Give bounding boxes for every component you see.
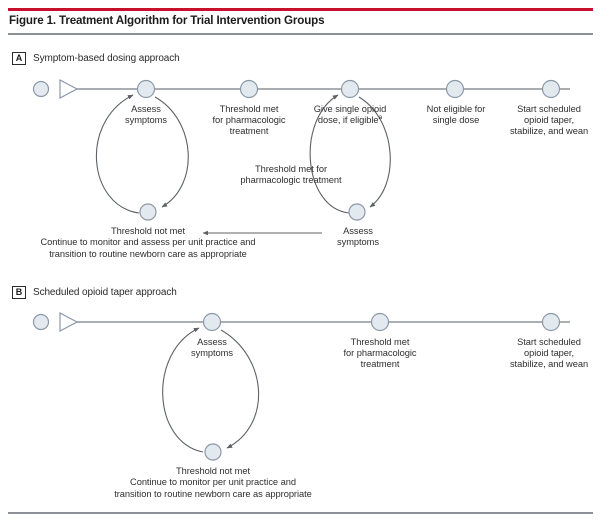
panel-a-node-1 bbox=[136, 79, 156, 99]
panel-a-node-4 bbox=[445, 79, 465, 99]
panel-a-label-threshold-met: Threshold met for pharmacologic treatmen… bbox=[212, 104, 286, 137]
panel-b-label-start-taper: Start scheduled opioid taper, stabilize,… bbox=[509, 337, 589, 370]
panel-a-label-not-eligible: Not eligible for single dose bbox=[426, 104, 486, 126]
panel-a-loop-left bbox=[95, 94, 189, 221]
panel-a-node-5 bbox=[541, 79, 561, 99]
panel-b-loop bbox=[162, 327, 260, 461]
panel-b-node-2 bbox=[370, 312, 390, 332]
panel-b-start-marker bbox=[32, 313, 50, 331]
panel-b-timeline bbox=[32, 312, 570, 332]
footnote-marker-a: a bbox=[378, 114, 383, 122]
panel-b-outcome-block: Threshold not met Continue to monitor pe… bbox=[86, 466, 340, 500]
panel-a-label-assess-symptoms: Assess symptoms bbox=[125, 104, 167, 126]
panel-a-note-threshold-met-pharmacologic: Threshold met for pharmacologic treatmen… bbox=[240, 164, 342, 186]
panel-a-label-give-single-dose: Give single opioid dose, if eligiblea bbox=[313, 104, 387, 126]
panel-a-loop-left-node bbox=[139, 203, 157, 221]
panel-a-outcome-heading: Threshold not met bbox=[110, 226, 186, 236]
panel-b-start-triangle bbox=[59, 312, 79, 332]
panel-a-timeline bbox=[32, 79, 570, 99]
panel-a-loop-label-assess-symptoms: Assess symptoms bbox=[337, 226, 379, 248]
panel-a-outcome-line1: Continue to monitor and assess per unit … bbox=[40, 237, 256, 248]
panel-a-start-triangle bbox=[59, 79, 79, 99]
panel-a-loop-right bbox=[309, 94, 391, 221]
panel-tag-b: B bbox=[12, 286, 26, 299]
panel-a-node-2 bbox=[239, 79, 259, 99]
accent-rule-top bbox=[8, 8, 593, 11]
divider-rule-under-title bbox=[8, 33, 593, 35]
panel-a-node-3 bbox=[340, 79, 360, 99]
panel-a-loop-right-node bbox=[348, 203, 366, 221]
panel-b-node-3 bbox=[541, 312, 561, 332]
panel-a-outcome-line2: transition to routine newborn care as ap… bbox=[49, 248, 247, 259]
figure-title: Figure 1. Treatment Algorithm for Trial … bbox=[9, 14, 325, 27]
panel-a-outcome-block: Threshold not met Continue to monitor an… bbox=[21, 226, 275, 260]
panel-title-a: Symptom-based dosing approach bbox=[33, 53, 180, 64]
panel-b-outcome-line1: Continue to monitor per unit practice an… bbox=[130, 477, 296, 488]
panel-a-label-start-taper: Start scheduled opioid taper, stabilize,… bbox=[509, 104, 589, 137]
panel-b-outcome-line2: transition to routine newborn care as ap… bbox=[114, 488, 312, 499]
panel-tag-a: A bbox=[12, 52, 26, 65]
panel-b-label-assess-symptoms: Assess symptoms bbox=[191, 337, 233, 359]
panel-title-b: Scheduled opioid taper approach bbox=[33, 287, 177, 298]
panel-b-outcome-heading: Threshold not met bbox=[175, 466, 251, 476]
panel-a-start-marker bbox=[32, 80, 50, 98]
divider-rule-bottom bbox=[8, 512, 593, 514]
panel-b-node-1 bbox=[202, 312, 222, 332]
panel-b-label-threshold-met: Threshold met for pharmacologic treatmen… bbox=[343, 337, 417, 370]
panel-b-loop-node bbox=[204, 443, 222, 461]
